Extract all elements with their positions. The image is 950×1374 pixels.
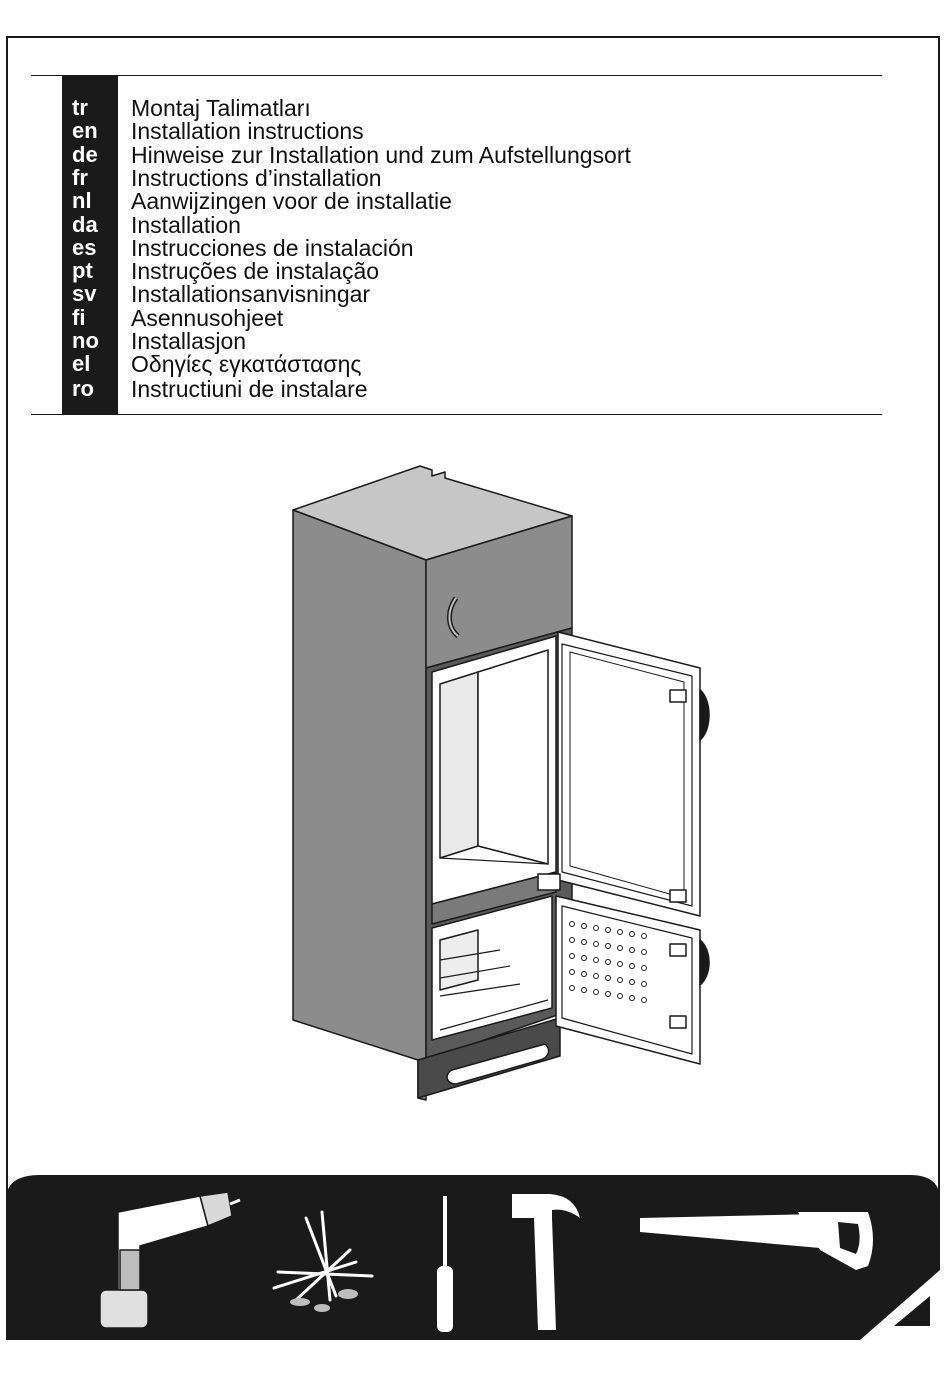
language-code: es (72, 234, 97, 260)
language-code: da (72, 211, 98, 237)
freezer-interior (431, 895, 553, 1041)
language-title: Οδηγίες εγκατάστασης (131, 351, 362, 378)
language-row-ro: ro Instructiuni de instalare (0, 376, 700, 402)
language-code: pt (72, 258, 93, 284)
language-title: Installationsanvisningar (131, 281, 371, 308)
tools-band-background (6, 1175, 940, 1340)
cabinet-side (292, 509, 427, 1101)
header-rule-top (31, 75, 882, 76)
language-row-tr: tr Montaj Talimatları (0, 95, 700, 121)
hammer-icon (512, 1194, 580, 1330)
language-code: tr (72, 95, 88, 120)
language-row-fr: fr Instructions d’installation (0, 164, 700, 191)
language-code: ro (72, 376, 94, 401)
language-row-nl: nl Aanwijzingen voor de installatie (0, 188, 700, 215)
language-row-de: de Hinweise zur Installation und zum Auf… (0, 141, 700, 168)
language-title: Hinweise zur Installation und zum Aufste… (131, 141, 631, 168)
language-row-da: da Installation (0, 211, 700, 238)
freezer-door-seal-icon (699, 939, 710, 986)
language-title: Instructiuni de instalare (131, 376, 368, 402)
freezer-door (555, 895, 701, 1065)
language-row-en: en Installation instructions (0, 118, 700, 145)
language-code: de (72, 141, 98, 167)
language-title: Installation (131, 211, 241, 238)
divider (431, 871, 557, 925)
fridge-cabinet-illustration (292, 465, 710, 1101)
language-code: sv (72, 281, 97, 307)
language-row-no: no Installasjon (0, 328, 700, 354)
plinth-vent (446, 1043, 550, 1085)
language-code: no (72, 328, 99, 353)
triangle-corner-icon (860, 1270, 940, 1340)
language-code: fr (72, 164, 88, 190)
language-title: Instrucciones de instalación (131, 234, 414, 261)
language-title: Instruções de instalação (131, 258, 380, 285)
drill-icon (99, 1191, 241, 1329)
language-row-fi: fi Asennusohjeet (0, 304, 700, 331)
language-code: nl (72, 188, 92, 214)
language-title: Installation instructions (131, 118, 364, 145)
saw-icon (640, 1212, 873, 1270)
header-rule-bottom (31, 414, 882, 415)
language-row-pt: pt Instruções de instalação (0, 258, 700, 285)
language-code-column (62, 76, 118, 414)
language-row-sv: sv Installationsanvisningar (0, 281, 700, 308)
tools-band (6, 1175, 940, 1340)
language-code: en (72, 118, 98, 144)
screws-nails-icon (272, 1210, 374, 1312)
language-code: el (72, 351, 91, 377)
language-row-es: es Instrucciones de instalación (0, 234, 700, 261)
language-code: fi (72, 304, 86, 330)
fridge-door-seal-icon (699, 689, 710, 741)
language-row-el: el Οδηγίες εγκατάστασης (0, 351, 700, 378)
language-title: Installasjon (131, 328, 247, 354)
language-title: Aanwijzingen voor de installatie (131, 188, 452, 215)
language-title: Asennusohjeet (131, 304, 284, 331)
fridge-door (557, 631, 701, 917)
language-title: Montaj Talimatları (131, 95, 311, 121)
screwdriver-icon (437, 1196, 453, 1332)
language-title: Instructions d’installation (131, 164, 382, 191)
freezer-door-dots (569, 921, 647, 1003)
hinge-icon (669, 689, 687, 703)
